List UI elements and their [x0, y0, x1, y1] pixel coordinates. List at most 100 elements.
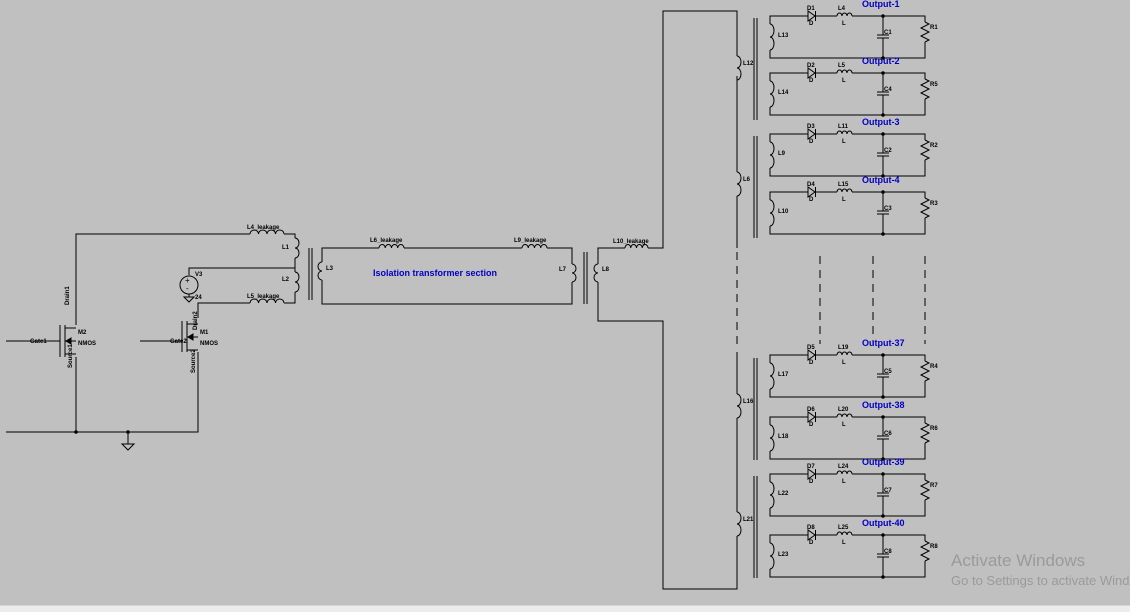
inductor-l20 [836, 413, 853, 418]
label-l4: L4 [838, 6, 846, 12]
inductor-l25 [836, 531, 853, 536]
diode-d8 [807, 529, 816, 541]
inductor-l21 [736, 511, 742, 537]
label-diode-model: D [809, 422, 814, 428]
label-inductor-model: L [842, 197, 846, 203]
inductor-l10-leakage [624, 244, 649, 249]
resistor-r5 [919, 78, 931, 100]
wire [769, 42, 926, 59]
wire [769, 354, 805, 363]
wire [769, 416, 805, 425]
inductor-l18 [769, 424, 775, 452]
label-v3-value: 24 [195, 295, 202, 301]
wire [769, 473, 805, 482]
label-l25: L25 [838, 525, 849, 531]
wire [852, 416, 926, 423]
primary-wiring [6, 233, 296, 444]
inductor-l12 [736, 55, 742, 81]
output-label: Output-39 [862, 457, 905, 467]
label-l12: L12 [743, 61, 754, 67]
label-c8: C8 [884, 549, 892, 555]
label-m2: M2 [78, 330, 87, 336]
ground-icon [182, 296, 196, 303]
label-d5: D5 [807, 345, 815, 351]
label-d2: D2 [807, 63, 815, 69]
output-label: Output-37 [862, 338, 905, 348]
transformer-core [583, 252, 588, 304]
inductor-l6 [736, 171, 742, 197]
label-source2: Source2 [191, 349, 197, 373]
label-l5: L5 [838, 63, 846, 69]
label-d7: D7 [807, 464, 815, 470]
inductor-l19 [836, 351, 853, 356]
inductor-l24 [836, 470, 853, 475]
inductor-l15 [836, 188, 853, 193]
label-l20: L20 [838, 407, 849, 413]
label-drain2: Drain2 [193, 311, 199, 330]
label-inductor-model: L [842, 78, 846, 84]
wire [852, 534, 926, 541]
voltage-source-v3: + - V3 24 [179, 272, 203, 301]
continuation-dashes [736, 252, 926, 348]
inductor-l2 [294, 271, 300, 293]
wire [769, 443, 926, 460]
mosfet-m1 [181, 321, 198, 352]
label-c7: C7 [884, 488, 892, 494]
label-gate1: Gate1 [30, 339, 47, 345]
label-inductor-model: L [842, 422, 846, 428]
diode-d6 [807, 411, 816, 423]
resistor-r8 [919, 540, 931, 562]
label-l9: L9 [778, 151, 786, 157]
label-l4-leakage: L4_leakage [247, 225, 280, 231]
diode-d3 [807, 128, 816, 140]
label-r7: R7 [930, 483, 938, 489]
junction-dot [126, 430, 130, 434]
mosfet-m2 [59, 325, 76, 357]
label-l3: L3 [326, 266, 334, 272]
inductor-l14 [769, 80, 775, 108]
wire [769, 534, 805, 543]
inductor-l4 [836, 12, 853, 17]
diode-d1 [807, 10, 816, 22]
inductor-l10 [769, 199, 775, 227]
wire [769, 15, 805, 24]
label-r5: R5 [930, 82, 938, 88]
inductor-l5 [836, 69, 853, 74]
label-l21: L21 [743, 517, 754, 523]
label-l18: L18 [778, 434, 789, 440]
output-label: Output-4 [862, 175, 900, 185]
inductor-l6-leakage [378, 244, 405, 249]
junction-dot [74, 430, 78, 434]
inductor-l9 [769, 141, 775, 169]
label-gate2: Gate2 [170, 339, 187, 345]
primary-winding-l16: L16 [736, 358, 758, 460]
ground-icon [120, 443, 136, 451]
label-diode-model: D [809, 78, 814, 84]
inductor-l16 [736, 393, 742, 419]
output-label: Output-3 [862, 117, 900, 127]
label-l5-leakage: L5_leakage [247, 294, 280, 300]
output-label: Output-38 [862, 400, 905, 410]
svg-text:+: + [185, 276, 190, 285]
label-l7: L7 [559, 267, 567, 273]
label-l17: L17 [778, 372, 789, 378]
label-l22: L22 [778, 491, 789, 497]
output-stages: L13D1DL4LC1R1Output-1L14D2DL5LC4R5Output… [769, 0, 938, 579]
wire [769, 72, 805, 81]
resistor-r3 [919, 197, 931, 219]
label-l2: L2 [282, 277, 290, 283]
diode-d2 [807, 67, 816, 79]
label-l6: L6 [743, 177, 751, 183]
label-l10-leakage: L10_leakage [613, 239, 649, 245]
label-r2: R2 [930, 143, 938, 149]
label-diode-model: D [809, 540, 814, 546]
wire [769, 191, 805, 200]
label-d1: D1 [807, 6, 815, 12]
